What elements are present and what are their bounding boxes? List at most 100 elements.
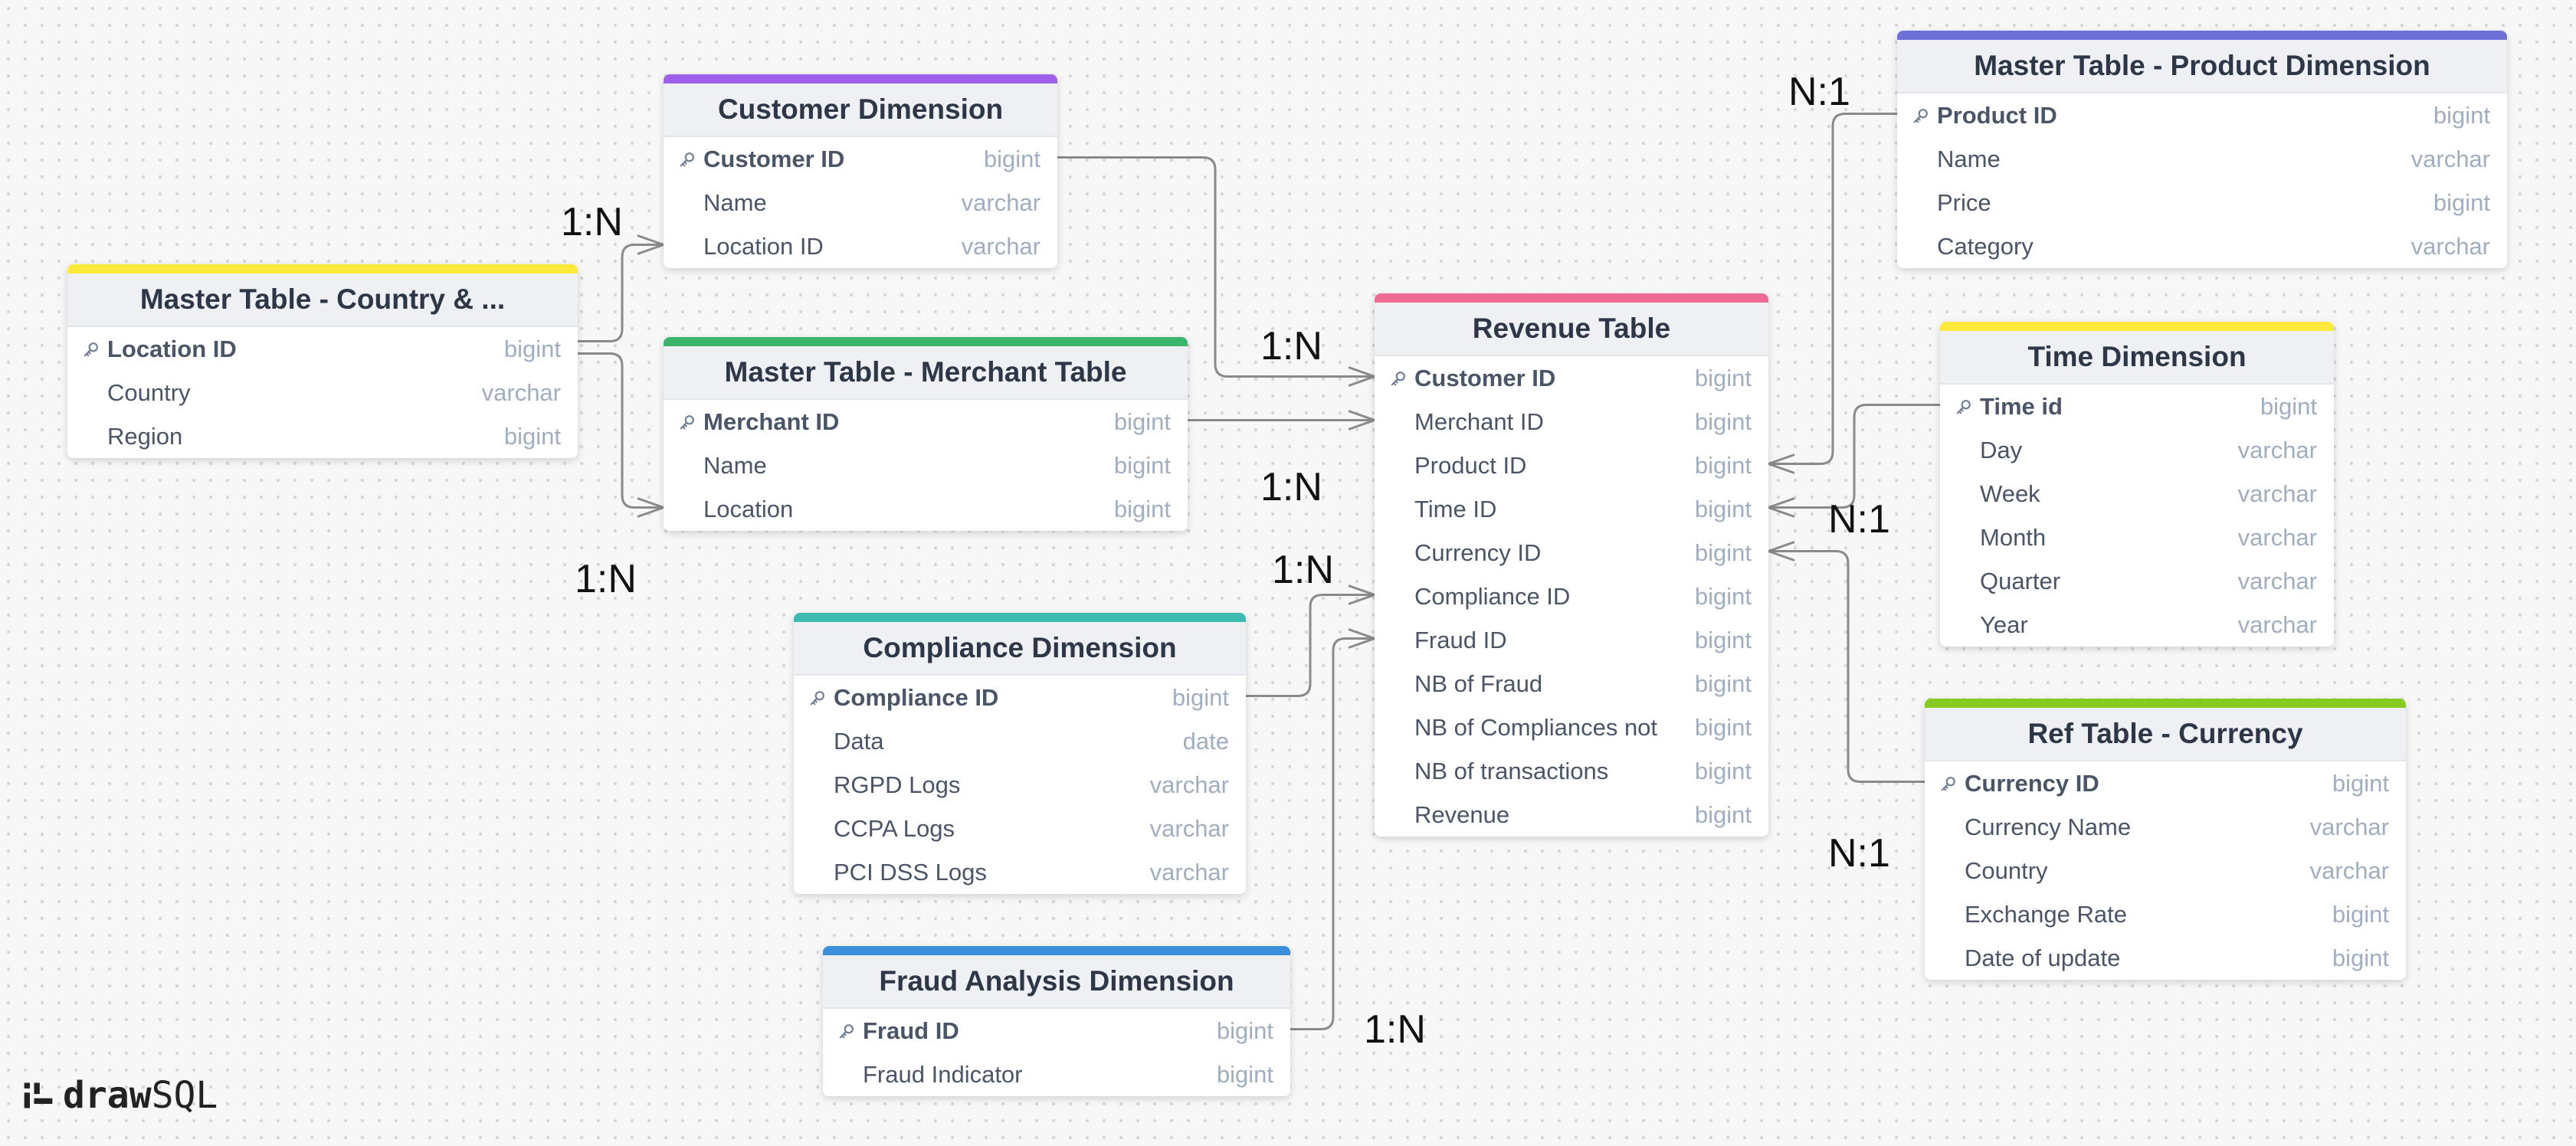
table-title[interactable]: Fraud Analysis Dimension (823, 955, 1290, 1009)
field-type: bigint (2433, 188, 2490, 216)
field-type: varchar (2237, 611, 2317, 638)
table-title[interactable]: Customer Dimension (664, 83, 1057, 137)
field-name: PCI DSS Logs (834, 858, 987, 886)
field-name: Merchant ID (1414, 408, 1544, 435)
table-title[interactable]: Master Table - Country & ... (67, 273, 578, 327)
field-type: date (1182, 727, 1229, 755)
field-name: Exchange Rate (1965, 900, 2127, 928)
table-color-bar (823, 946, 1290, 955)
field-name: NB of Compliances not (1414, 713, 1658, 741)
table-title[interactable]: Revenue Table (1375, 303, 1768, 356)
relationship-line (578, 352, 664, 509)
field-type: bigint (983, 145, 1041, 172)
table-title[interactable]: Ref Table - Currency (1925, 708, 2406, 761)
table-title[interactable]: Compliance Dimension (794, 622, 1246, 676)
field-type: bigint (1694, 757, 1752, 784)
field-name: Region (107, 422, 183, 450)
field-type: bigint (1113, 451, 1171, 479)
cardinality-label: 1:N (1364, 1007, 1426, 1052)
relationship-line (578, 244, 664, 342)
field-name: Fraud ID (1414, 626, 1507, 653)
field-type: varchar (2237, 480, 2317, 507)
table-field-row[interactable]: Fraud ID bigint (1375, 618, 1768, 662)
cardinality-label: N:1 (1828, 497, 1890, 542)
key-icon (1955, 398, 1972, 415)
table-field-row[interactable]: Currency ID bigint (1375, 531, 1768, 575)
field-type: bigint (1694, 582, 1752, 610)
cardinality-label: 1:N (561, 200, 623, 244)
field-type: bigint (1172, 683, 1229, 711)
field-type: bigint (1694, 539, 1752, 566)
cardinality-label: 1:N (1272, 548, 1334, 592)
field-name: Currency ID (1414, 539, 1542, 566)
table-title[interactable]: Time Dimension (1940, 331, 2334, 385)
table-title[interactable]: Master Table - Merchant Table (664, 346, 1188, 400)
field-type: bigint (503, 335, 561, 362)
field-name: Data (834, 727, 884, 755)
table-title[interactable]: Master Table - Product Dimension (1897, 40, 2507, 93)
table-color-bar (1940, 322, 2334, 331)
field-type: varchar (961, 188, 1041, 216)
field-name: Currency Name (1965, 813, 2132, 840)
field-name: Product ID (1937, 101, 2057, 129)
field-name: Date of update (1965, 944, 2121, 971)
field-name: Quarter (1980, 567, 2061, 594)
field-name: Customer ID (1414, 364, 1556, 391)
crows-foot-icon (1348, 628, 1375, 649)
field-type: bigint (1694, 626, 1752, 653)
crows-foot-icon (1348, 366, 1375, 387)
field-name: Category (1937, 232, 2034, 260)
field-type: bigint (2260, 392, 2317, 420)
table-field-row[interactable]: Data date (794, 719, 1246, 763)
